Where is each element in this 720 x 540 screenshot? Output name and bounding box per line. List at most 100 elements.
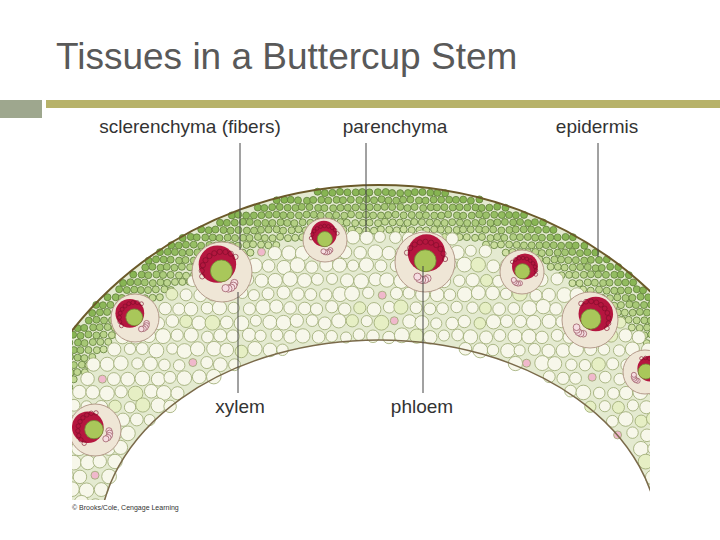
plant-cell [378,212,385,219]
plant-cell [277,233,284,240]
plant-cell [382,189,389,196]
fiber-cell [78,419,82,423]
plant-cell [648,331,650,338]
plant-cell [501,219,508,226]
plant-cell [352,220,359,227]
plant-cell [72,353,74,360]
xylem-vessel [631,372,636,377]
plant-cell [72,482,79,497]
plant-cell [543,257,550,264]
slide-title: Tissues in a Buttercup Stem [56,36,517,79]
plant-cell [124,402,135,413]
plant-cell [310,196,317,203]
plant-cell [120,426,135,441]
plant-cell [115,386,127,398]
fiber-cell [517,256,521,260]
fiber-cell [135,301,139,305]
plant-cell [644,324,650,331]
plant-cell [430,196,437,203]
plant-cell [175,272,182,279]
plant-cell [156,329,171,344]
plant-cell [72,347,77,354]
plant-cell [130,413,143,426]
plant-cell [182,241,189,248]
plant-cell [517,219,524,226]
fiber-cell [319,225,323,229]
plant-cell [561,264,568,271]
plant-cell [581,257,588,264]
plant-cell [536,331,548,343]
fiber-cell [534,269,538,273]
fiber-cell [212,251,217,256]
plant-cell [280,212,287,219]
plant-cell [471,257,486,272]
plant-cell [72,331,77,338]
plant-cell [166,315,179,328]
plant-cell [458,315,470,327]
phloem-tissue [317,232,332,247]
plant-cell [510,219,517,226]
plant-cell [131,286,138,293]
plant-cell [569,248,576,255]
plant-cell [480,331,493,344]
plant-cell [201,302,213,314]
plant-cell [611,287,618,294]
phloem-tissue [515,264,530,279]
plant-cell [242,328,255,341]
plant-cell [460,212,467,219]
plant-cell [72,362,77,369]
plant-cell [257,248,265,256]
plant-cell [411,189,418,196]
plant-cell [641,429,650,442]
bundle-sheath [623,350,650,394]
plant-cell [332,314,346,328]
plant-cell [151,372,165,386]
plant-cell [431,318,442,329]
plant-cell [558,242,565,249]
fiber-cell [76,429,80,433]
plant-cell [85,347,92,354]
plant-cell [298,203,305,210]
plant-cell [72,376,77,383]
plant-cell [588,373,596,381]
plant-cell [144,384,158,398]
plant-cell [404,190,411,197]
plant-cell [341,274,354,287]
plant-cell [368,245,383,260]
vascular-bundle [500,250,544,294]
plant-cell [640,401,650,414]
fiber-cell [605,311,610,316]
plant-cell [487,219,494,226]
plant-cell [81,340,88,347]
vascular-bundle [303,218,347,262]
plant-cell [180,315,192,327]
fiber-cell [584,299,589,304]
fiber-cell [81,416,85,420]
plant-cell [411,219,418,226]
fiber-cell [309,236,313,240]
plant-cell [336,188,343,195]
plant-cell [431,226,438,233]
plant-cell [164,279,171,286]
plant-cell [584,264,591,271]
plant-cell [159,359,171,371]
plant-cell [347,196,354,203]
plant-cell [550,303,563,316]
fiber-cell [531,262,535,266]
plant-cell [96,309,103,316]
plant-cell [325,197,332,204]
phloem-tissue [638,364,650,379]
xylem-vessel [321,249,326,254]
plant-cell [283,272,298,287]
plant-cell [156,294,163,301]
plant-cell [235,345,248,358]
plant-cell [292,234,299,241]
plant-cell [441,219,448,226]
plant-cell [261,205,268,212]
plant-cell [498,227,505,234]
plant-cell [306,261,318,273]
plant-cell [167,271,174,278]
plant-cell [457,257,472,272]
plant-cell [85,331,92,338]
plant-cell [177,344,192,359]
